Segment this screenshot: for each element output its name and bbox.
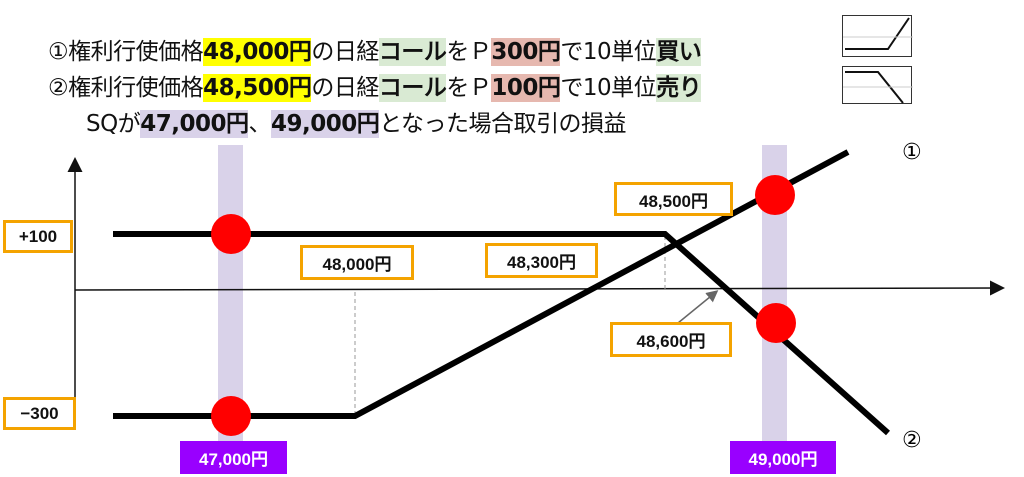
short-call-mini-chart bbox=[842, 66, 913, 104]
highlighted-text: 100円 bbox=[491, 74, 561, 102]
header-line-2: ②権利行使価格48,500円の日経コールをＰ100円で10単位売り bbox=[48, 68, 702, 102]
header-text: ①権利行使価格 bbox=[48, 39, 204, 65]
header-text: SQが bbox=[86, 111, 141, 137]
dot-47000-short bbox=[211, 214, 251, 254]
label-breakeven-48300: 48,300円 bbox=[485, 243, 598, 278]
header-text: となった場合取引の損益 bbox=[379, 111, 627, 137]
marker-line-2: ② bbox=[902, 428, 922, 453]
label-sq-49000: 49,000円 bbox=[730, 441, 836, 474]
dot-49000-short bbox=[756, 303, 796, 343]
label-plus-100: +100 bbox=[3, 220, 73, 253]
highlighted-text: 47,000円 bbox=[140, 110, 249, 138]
short-call-payoff-line bbox=[113, 231, 890, 436]
label-sq-47000: 47,000円 bbox=[180, 441, 287, 474]
header-text: で10単位 bbox=[560, 39, 657, 65]
header-text: をＰ bbox=[446, 75, 492, 101]
dot-49000-long bbox=[755, 175, 795, 215]
highlighted-text: 買い bbox=[656, 38, 702, 66]
long-call-mini-chart bbox=[842, 15, 913, 57]
header-text: 、 bbox=[248, 111, 271, 137]
sq-47000-band bbox=[218, 145, 243, 445]
dot-47000-long bbox=[211, 396, 251, 436]
header-text: の日経 bbox=[311, 75, 379, 101]
long-call-payoff-line bbox=[113, 149, 850, 419]
header-line-3: SQが47,000円、49,000円となった場合取引の損益 bbox=[86, 104, 627, 138]
highlighted-text: 売り bbox=[656, 74, 702, 102]
breakeven-arrow bbox=[677, 290, 719, 324]
highlighted-text: 48,000円 bbox=[203, 38, 312, 66]
header-text: で10単位 bbox=[560, 75, 657, 101]
label-strike-48000: 48,000円 bbox=[300, 245, 414, 280]
highlighted-text: 48,500円 bbox=[203, 74, 312, 102]
label-minus-300: −300 bbox=[3, 397, 76, 430]
header-text: ②権利行使価格 bbox=[48, 75, 204, 101]
x-axis bbox=[74, 280, 1005, 296]
header-text: をＰ bbox=[446, 39, 492, 65]
label-strike-48500: 48,500円 bbox=[614, 182, 733, 216]
highlighted-text: 300円 bbox=[491, 38, 561, 66]
header-line-1: ①権利行使価格48,000円の日経コールをＰ300円で10単位買い bbox=[48, 32, 702, 66]
highlighted-text: コール bbox=[378, 38, 447, 66]
highlighted-text: 49,000円 bbox=[270, 110, 380, 138]
header-text: の日経 bbox=[311, 39, 379, 65]
label-breakeven-48600: 48,600円 bbox=[610, 322, 732, 357]
highlighted-text: コール bbox=[378, 74, 447, 102]
marker-line-1: ① bbox=[902, 140, 922, 165]
